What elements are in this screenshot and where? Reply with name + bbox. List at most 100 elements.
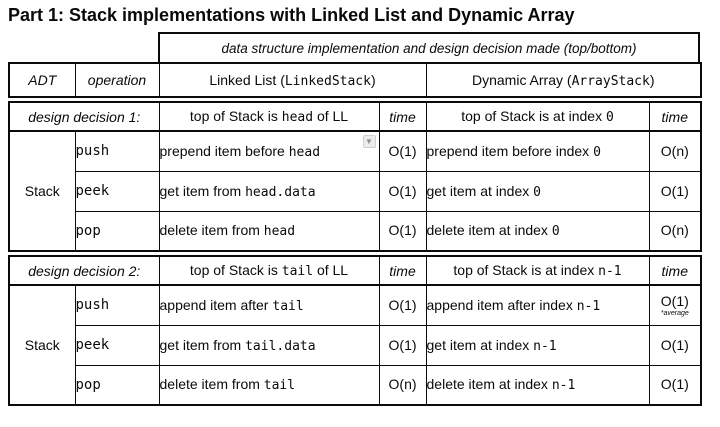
- plain-text: top of Stack is: [189, 108, 282, 124]
- code-text: n-1: [598, 264, 622, 279]
- linked-list-decision-cell: top of Stack is tail of LL: [158, 255, 380, 286]
- big-o-value: O(1): [660, 336, 689, 353]
- dynamic-array-time-cell: O(n): [648, 130, 702, 172]
- dynamic-array-time-cell: O(n): [648, 210, 702, 252]
- adt-cell: Stack: [8, 130, 76, 252]
- plain-text: append item after index: [426, 296, 577, 313]
- dynamic-array-time-cell: O(1): [648, 324, 702, 366]
- plain-text: top of Stack is at index: [461, 108, 606, 124]
- adt-cell: Stack: [8, 284, 76, 406]
- plain-text: delete item at index: [426, 376, 552, 393]
- linked-list-impl-cell: append item after tail: [158, 284, 380, 326]
- operation-column-header: operation: [74, 62, 160, 98]
- table-sections: design decision 1:top of Stack is head o…: [8, 101, 712, 406]
- code-text: tail.data: [245, 338, 316, 354]
- plain-text: of LL: [313, 108, 349, 124]
- page-title: Part 1: Stack implementations with Linke…: [8, 5, 575, 25]
- time-header-cell: time: [378, 255, 427, 286]
- big-o-value: O(1): [660, 292, 689, 309]
- linked-list-time-cell: O(1): [378, 170, 427, 212]
- design-decision-row: design decision 1:top of Stack is head o…: [8, 101, 702, 132]
- plain-text: append item after: [159, 296, 273, 313]
- stack-section-table-2: design decision 2:top of Stack is tail o…: [8, 255, 703, 406]
- plain-text: get item from: [159, 336, 246, 353]
- code-text: n-1: [576, 298, 601, 314]
- operation-cell: push: [74, 284, 160, 326]
- dynamic-array-time-cell: O(1): [648, 364, 702, 406]
- dynamic-array-impl-cell: delete item at index 0: [425, 210, 650, 252]
- plain-text: Dynamic Array (: [471, 71, 572, 88]
- linked-list-decision-cell: top of Stack is head of LL: [158, 101, 380, 132]
- design-decision-row: design decision 2:top of Stack is tail o…: [8, 255, 702, 286]
- code-text: n-1: [533, 338, 557, 354]
- column-header-table: ADT operation Linked List (LinkedStack) …: [8, 62, 702, 98]
- adt-column-header: ADT: [8, 62, 76, 98]
- code-text: LinkedStack: [284, 73, 371, 89]
- plain-text: top of Stack is at index: [453, 262, 599, 278]
- table-banner: data structure implementation and design…: [158, 32, 700, 62]
- stack-section-table-1: design decision 1:top of Stack is head o…: [8, 101, 703, 252]
- big-o-value: O(n): [660, 222, 689, 239]
- time-header-cell: time: [378, 101, 427, 132]
- big-o-value: O(n): [660, 142, 689, 159]
- code-text: 0: [533, 184, 541, 200]
- time-header-cell: time: [648, 101, 702, 132]
- code-text: n-1: [551, 378, 576, 394]
- plain-text: Linked List (: [209, 71, 285, 88]
- dynamic-array-impl-cell: get item at index n-1: [425, 324, 650, 366]
- code-text: head: [263, 224, 296, 240]
- plain-text: get item at index: [426, 336, 534, 353]
- linked-list-impl-cell: get item from tail.data: [158, 324, 380, 366]
- document-page: Part 1: Stack implementations with Linke…: [8, 5, 712, 406]
- banner-label: data structure implementation and design…: [221, 40, 637, 56]
- operation-cell: peek: [74, 324, 160, 366]
- time-header-cell: time: [648, 255, 702, 286]
- linked-list-impl-cell: get item from head.data: [158, 170, 380, 212]
- plain-text: top of Stack is: [189, 262, 282, 278]
- linked-list-impl-cell: delete item from tail: [158, 364, 380, 406]
- linked-list-column-header: Linked List (LinkedStack): [158, 62, 427, 98]
- column-header-row: ADT operation Linked List (LinkedStack) …: [8, 62, 702, 98]
- dynamic-array-impl-cell: append item after index n-1: [425, 284, 650, 326]
- dynamic-array-time-cell: O(1)*average: [648, 284, 702, 326]
- code-text: 0: [551, 224, 560, 240]
- dynamic-array-column-header: Dynamic Array (ArrayStack): [425, 62, 702, 98]
- code-text: tail: [281, 264, 314, 279]
- plain-text: prepend item before: [159, 142, 289, 159]
- operation-cell: pop: [74, 210, 160, 252]
- dropdown-arrow-icon[interactable]: ▼: [362, 135, 376, 148]
- operation-cell: pop: [74, 364, 160, 406]
- code-text: tail: [272, 298, 304, 314]
- plain-text: get item from: [159, 182, 246, 199]
- code-text: ArrayStack: [571, 73, 650, 89]
- plain-text: delete item from: [159, 376, 264, 393]
- linked-list-time-cell: O(1): [378, 210, 427, 252]
- code-text: 0: [593, 144, 601, 160]
- big-o-value: O(1): [660, 376, 689, 393]
- dynamic-array-impl-cell: prepend item before index 0: [425, 130, 650, 172]
- code-text: head.data: [245, 184, 316, 200]
- plain-text: of LL: [313, 262, 349, 278]
- dynamic-array-impl-cell: get item at index 0: [425, 170, 650, 212]
- dynamic-array-decision-cell: top of Stack is at index n-1: [425, 255, 650, 286]
- linked-list-impl-cell: delete item from head: [158, 210, 380, 252]
- dynamic-array-time-cell: O(1): [648, 170, 702, 212]
- linked-list-time-cell: O(n): [378, 364, 427, 406]
- linked-list-time-cell: O(1): [378, 324, 427, 366]
- linked-list-time-cell: O(1): [378, 284, 427, 326]
- big-o-value: O(1): [660, 182, 689, 199]
- operation-cell: push: [74, 130, 160, 172]
- linked-list-impl-cell: prepend item before head ▼: [158, 130, 380, 172]
- linked-list-time-cell: O(1): [378, 130, 427, 172]
- plain-text: delete item from: [159, 222, 264, 239]
- code-text: head: [288, 144, 321, 160]
- plain-text: delete item at index: [426, 222, 552, 239]
- design-decision-label: design decision 2:: [8, 255, 160, 286]
- plain-text: ): [649, 71, 655, 88]
- plain-text: prepend item before index: [426, 142, 594, 159]
